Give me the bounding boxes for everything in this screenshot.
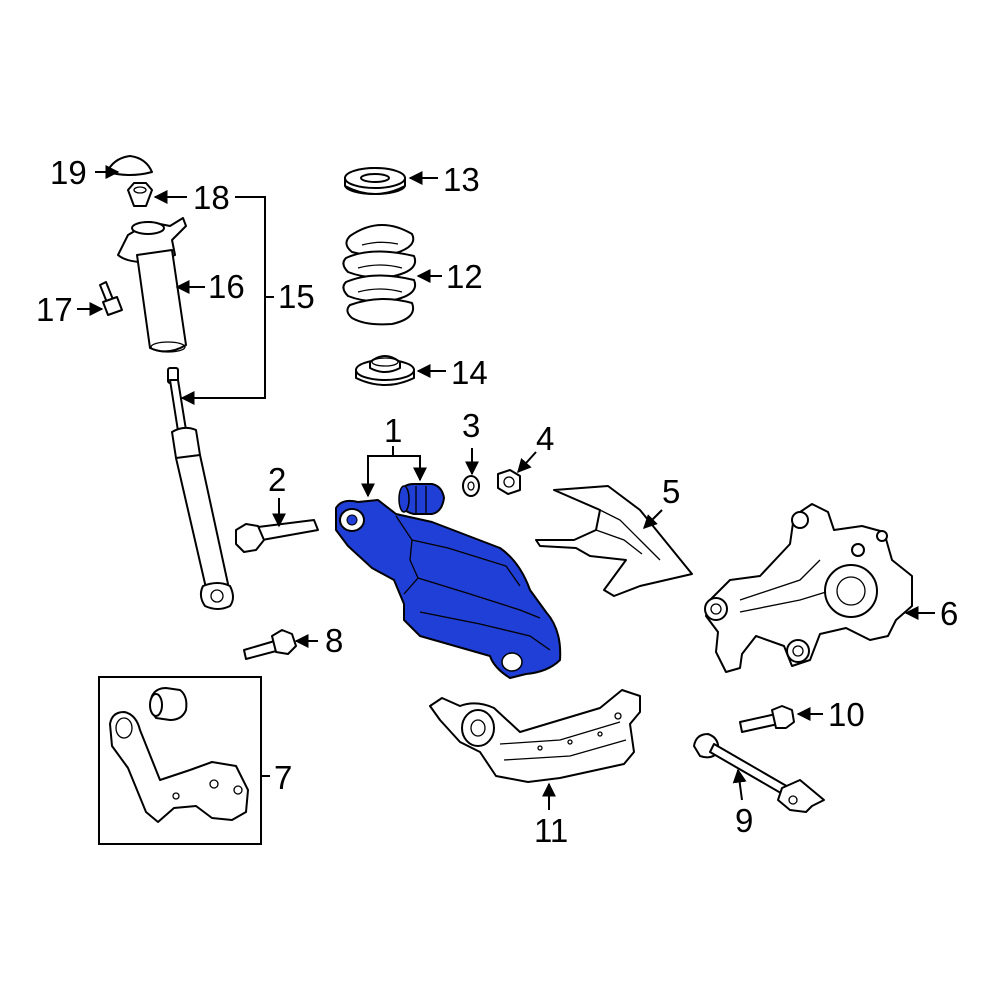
part-13-upper-spring-seat[interactable] — [344, 167, 406, 195]
callout-4: 4 — [536, 420, 554, 457]
callout-5: 5 — [662, 473, 680, 510]
part-3-washer[interactable] — [462, 475, 480, 497]
callout-7: 7 — [274, 759, 292, 796]
part-4-nut[interactable] — [497, 469, 521, 495]
callout-15: 15 — [278, 278, 315, 315]
part-6-knuckle[interactable] — [704, 503, 913, 673]
callout-16: 16 — [208, 268, 245, 305]
leader-lines — [77, 165, 935, 810]
part-11-trailing-arm[interactable] — [429, 689, 641, 783]
callout-3: 3 — [462, 407, 480, 444]
callout-18: 18 — [193, 179, 230, 216]
part-10-bolt[interactable] — [739, 705, 795, 733]
callout-9: 9 — [735, 802, 753, 839]
part-15-shock-absorber[interactable] — [167, 367, 234, 610]
part-18-nut[interactable] — [127, 182, 153, 207]
part-17-bolt[interactable] — [99, 281, 123, 316]
part-8-bolt[interactable] — [243, 629, 297, 660]
part-9-lateral-link[interactable] — [693, 733, 825, 813]
callout-10: 10 — [828, 696, 865, 733]
callout-19: 19 — [50, 154, 87, 191]
callout-2: 2 — [268, 461, 286, 498]
part-7-upper-arm-inset[interactable] — [98, 676, 262, 845]
part-14-lower-spring-seat[interactable] — [355, 355, 415, 386]
part-5-bracket[interactable] — [535, 485, 693, 597]
part-12-coil-spring[interactable] — [342, 224, 416, 326]
control-arm-body[interactable] — [335, 499, 562, 679]
callout-17: 17 — [36, 291, 73, 328]
callout-12: 12 — [446, 258, 483, 295]
callout-11: 11 — [534, 812, 568, 849]
part-16-shock-boot[interactable] — [117, 217, 187, 353]
part-2-bolt[interactable] — [235, 519, 319, 553]
callout-8: 8 — [325, 622, 343, 659]
callout-labels: 19 18 16 17 15 13 12 14 1 2 3 4 5 6 8 10… — [36, 154, 958, 849]
control-arm-bushing[interactable] — [399, 483, 445, 515]
callout-1: 1 — [384, 412, 402, 449]
callout-14: 14 — [451, 354, 488, 391]
callout-13: 13 — [443, 161, 480, 198]
part-1-control-arm[interactable] — [335, 483, 562, 679]
callout-6: 6 — [940, 595, 958, 632]
